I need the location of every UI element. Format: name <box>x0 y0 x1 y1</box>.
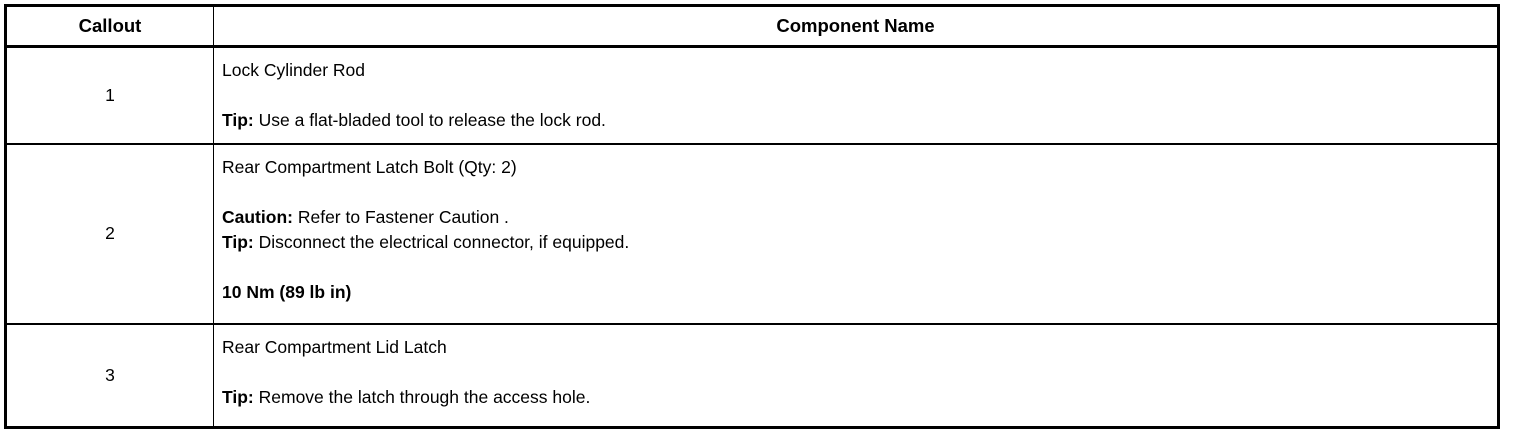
note-line: Tip: Remove the latch through the access… <box>222 385 1497 410</box>
header-row: Callout Component Name <box>5 5 1499 48</box>
cell-content: Rear Compartment Lid Latch Tip: Remove t… <box>222 325 1497 418</box>
note-line: Caution: Refer to Fastener Caution . <box>222 205 1497 230</box>
callout-number: 3 <box>5 322 214 428</box>
note-text: Use a flat-bladed tool to release the lo… <box>253 110 606 130</box>
component-title: Rear Compartment Latch Bolt (Qty: 2) <box>222 156 517 177</box>
table-header: Callout Component Name <box>5 5 1499 48</box>
table-row: 3 Rear Compartment Lid Latch Tip: Remove… <box>5 322 1499 428</box>
component-description-cell: Lock Cylinder Rod Tip: Use a flat-bladed… <box>214 47 1499 144</box>
note-label: Tip: <box>222 386 254 407</box>
cell-content: Rear Compartment Latch Bolt (Qty: 2) Cau… <box>222 145 1497 313</box>
column-header-component-name: Component Name <box>213 5 1499 48</box>
cell-content: Lock Cylinder Rod Tip: Use a flat-bladed… <box>222 48 1497 141</box>
note-line: Tip: Disconnect the electrical connector… <box>222 230 1497 255</box>
column-header-callout: Callout <box>5 5 214 48</box>
callout-number: 1 <box>5 46 214 144</box>
table-row: 2 Rear Compartment Latch Bolt (Qty: 2) C… <box>5 142 1499 324</box>
callout-table-container: Callout Component Name 1 Lock Cylinder R… <box>4 4 1500 429</box>
note-label: Caution: <box>222 206 293 227</box>
component-callout-table: Callout Component Name 1 Lock Cylinder R… <box>4 4 1500 429</box>
table-body: 1 Lock Cylinder Rod Tip: Use a flat-blad… <box>5 46 1499 428</box>
component-title: Lock Cylinder Rod <box>222 60 365 80</box>
component-description-cell: Rear Compartment Latch Bolt (Qty: 2) Cau… <box>213 142 1499 324</box>
component-title: Rear Compartment Lid Latch <box>222 336 447 357</box>
note-text: Remove the latch through the access hole… <box>253 386 591 407</box>
note-text: Refer to Fastener Caution . <box>292 206 509 227</box>
note-label: Tip: <box>222 110 254 130</box>
note-label: Tip: <box>222 231 254 252</box>
component-description-cell: Rear Compartment Lid Latch Tip: Remove t… <box>213 322 1499 428</box>
note-line: Tip: Use a flat-bladed tool to release t… <box>222 108 1497 133</box>
callout-number: 2 <box>5 142 214 324</box>
note-text: Disconnect the electrical connector, if … <box>253 231 630 252</box>
table-row: 1 Lock Cylinder Rod Tip: Use a flat-blad… <box>5 46 1499 144</box>
torque-specification: 10 Nm (89 lb in) <box>222 281 352 302</box>
